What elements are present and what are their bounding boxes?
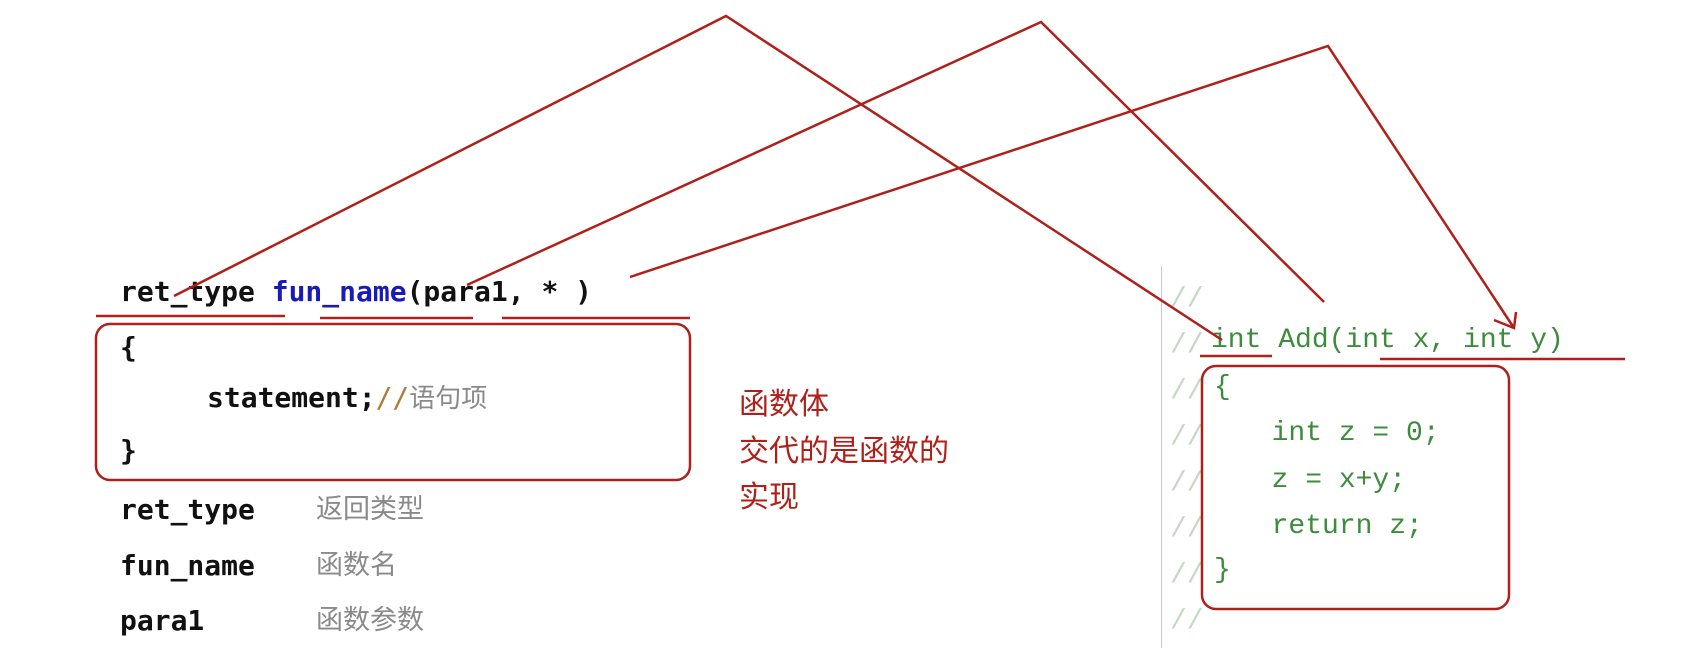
add-close-brace: } <box>1214 555 1231 586</box>
arrow-head-icon <box>1493 311 1518 330</box>
note-line-2: 交代的是函数的 <box>739 433 949 469</box>
add-line-decl: int z = 0; <box>1238 418 1440 449</box>
add-open-brace: { <box>1214 372 1231 403</box>
add-line-return: return z; <box>1238 511 1423 542</box>
legend-meaning-ret-type: 返回类型 <box>316 494 424 525</box>
comment-gutter: // // // // // // // // <box>1170 277 1204 645</box>
gutter-slashes: // <box>1170 514 1204 545</box>
gutter-slashes: // <box>1170 422 1204 453</box>
fun-name-token: fun_name <box>271 275 407 308</box>
legend-meaning-para1: 函数参数 <box>316 605 424 636</box>
params-token: (para1, * ) <box>406 275 593 308</box>
legend-term-ret-type: ret_type <box>120 493 255 526</box>
fun-name-connector <box>466 20 1325 303</box>
add-line-assign: z = x+y; <box>1238 465 1407 496</box>
signature-line: ret_type fun_name(para1, * ) <box>120 278 592 306</box>
note-line-1: 函数体 <box>739 387 829 422</box>
statement-line: statement;//语句项 <box>207 381 488 414</box>
note-line-3: 实现 <box>739 480 799 515</box>
gutter-slashes: // <box>1170 468 1204 499</box>
legend-meaning-fun-name: 函数名 <box>316 550 397 581</box>
editor-margin-line <box>1161 266 1162 648</box>
ret-type-connector <box>173 14 1223 342</box>
gutter-slashes: // <box>1170 560 1204 591</box>
legend-term-para1: para1 <box>120 604 205 637</box>
legend-term-fun-name: fun_name <box>120 549 255 582</box>
function-body-note: 函数体 交代的是函数的 实现 <box>739 382 949 522</box>
params-connector <box>629 44 1516 329</box>
open-brace: { <box>120 331 137 364</box>
gutter-slashes: // <box>1170 606 1204 637</box>
comment-slashes: // <box>375 381 410 414</box>
comment-text: 语句项 <box>409 384 488 414</box>
function-body-box <box>94 322 692 482</box>
close-brace: } <box>120 434 137 467</box>
add-body-box <box>1200 364 1511 611</box>
statement-text: statement; <box>207 381 376 414</box>
add-signature: int Add(int x, int y) <box>1211 325 1564 356</box>
gutter-slashes: // <box>1170 330 1204 361</box>
gutter-slashes: // <box>1170 376 1204 407</box>
ret-type-token: ret_type <box>120 275 255 308</box>
